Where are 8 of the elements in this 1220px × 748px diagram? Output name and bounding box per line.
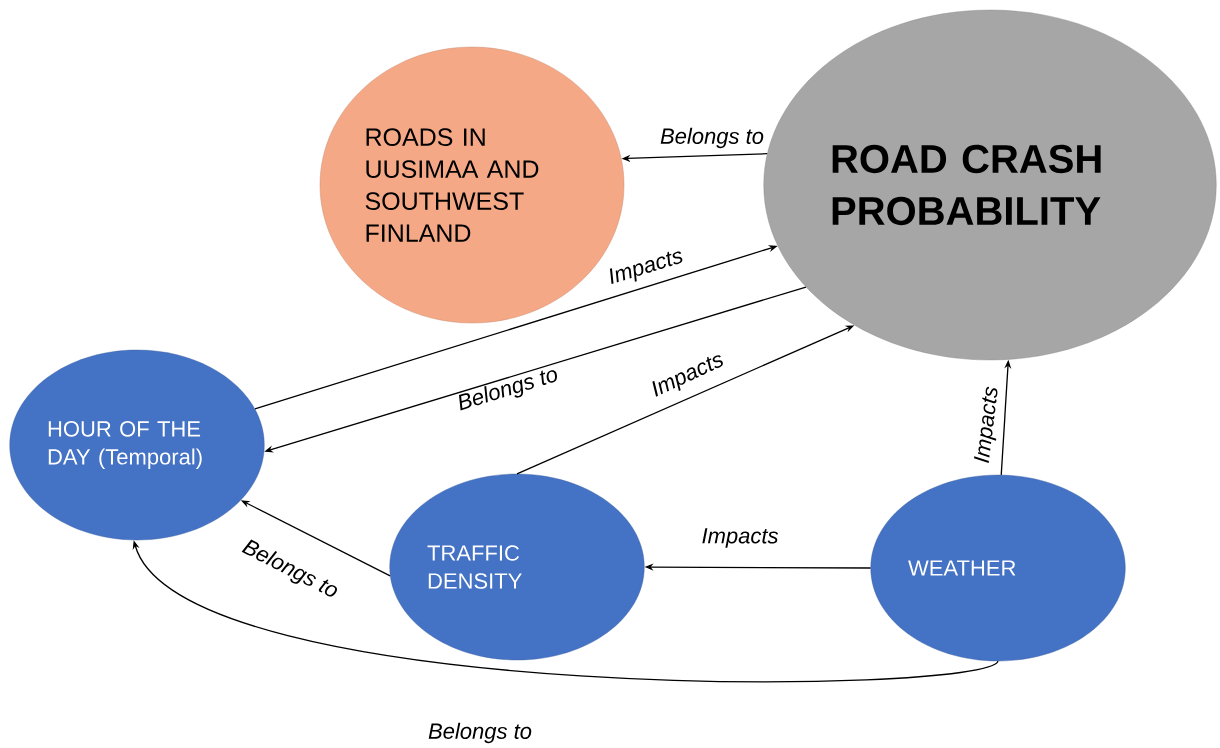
ellipse-node: TRAFFIC DENSITY bbox=[389, 473, 645, 661]
edge-label: Belongs to bbox=[428, 722, 532, 744]
edge-label: Belongs to bbox=[660, 127, 764, 149]
ellipse-node: ROAD CRASH PROBABILITY bbox=[763, 9, 1217, 361]
ellipse-node: WEATHER bbox=[870, 474, 1126, 662]
edge-label: Impacts bbox=[702, 528, 779, 548]
edge-label: Belongs to bbox=[459, 370, 557, 411]
edge-label: Impacts bbox=[974, 386, 998, 463]
